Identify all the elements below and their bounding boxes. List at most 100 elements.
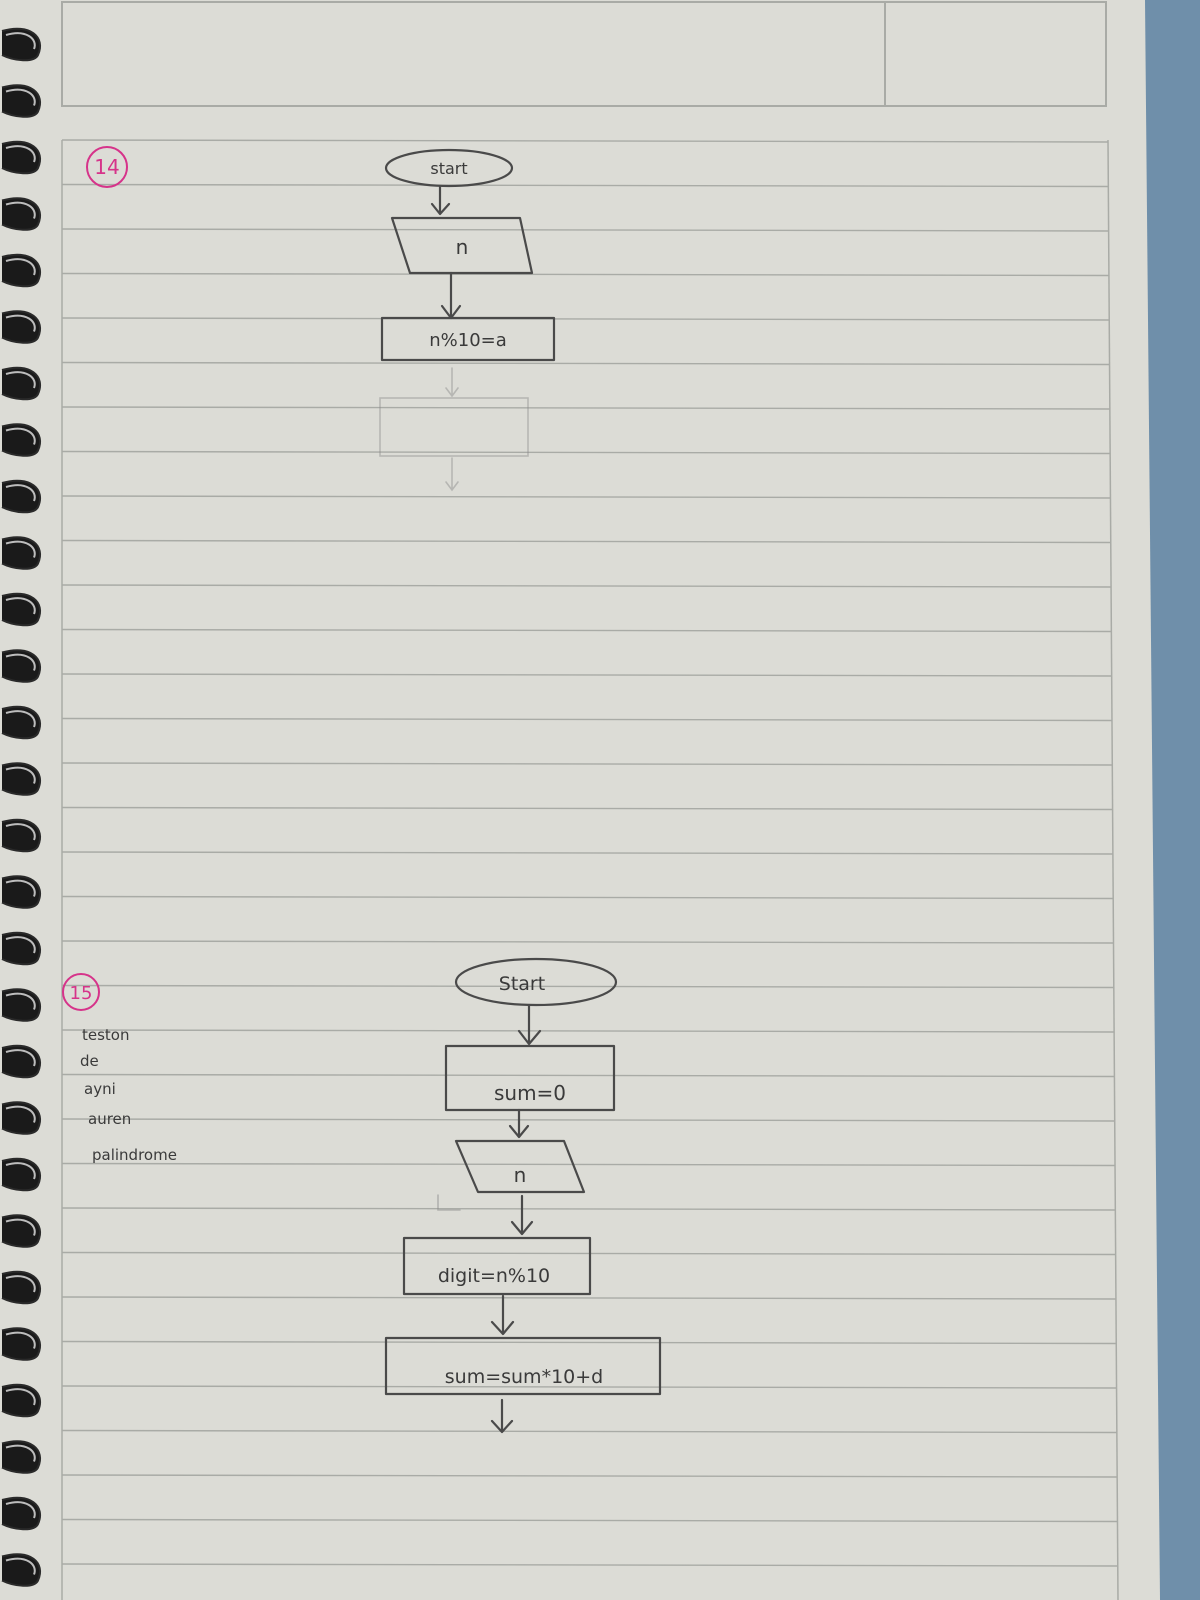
ex15-note-line-1: teston	[82, 1026, 130, 1044]
ex15-init-label: sum=0	[494, 1081, 566, 1105]
ex14-input-label: n	[456, 235, 469, 259]
ex15-arrow-5	[490, 1398, 514, 1434]
rule-line	[61, 1073, 1115, 1078]
exercise-14: 14 start n n%10=a	[86, 146, 556, 492]
exercise-15-number-badge: 15	[62, 973, 100, 1011]
rule-line	[61, 940, 1114, 944]
spiral-ring	[1, 1440, 41, 1474]
spiral-binding	[1, 27, 41, 1587]
spiral-ring	[1, 27, 41, 62]
rule-line	[61, 1385, 1117, 1389]
spiral-ring	[1, 140, 41, 175]
ex15-note-line-5: palindrome	[92, 1146, 177, 1164]
ex15-note-line-2: de	[80, 1052, 99, 1070]
rule-line	[61, 1563, 1118, 1567]
ruled-lines	[61, 139, 1118, 1567]
ex15-note-line-4: auren	[88, 1110, 131, 1128]
ex15-erased-mark	[437, 1194, 461, 1211]
spiral-ring	[1, 84, 41, 118]
exercise-14-number-badge: 14	[86, 146, 128, 188]
spiral-ring	[1, 1044, 41, 1079]
ex15-note-line-3: ayni	[84, 1080, 116, 1098]
ex15-digit-node	[402, 1236, 592, 1296]
rule-line	[61, 1340, 1117, 1345]
ex14-start-label: start	[430, 159, 467, 178]
ex15-arrow-2	[508, 1108, 530, 1139]
ex14-start-node	[384, 148, 514, 188]
rule-line	[61, 1118, 1115, 1122]
rule-line	[61, 361, 1110, 366]
exercise-15: 15 teston de ayni auren palindrome Start…	[62, 957, 662, 1434]
spiral-ring	[1, 1553, 41, 1587]
rule-line	[61, 317, 1110, 321]
spiral-ring	[1, 1157, 41, 1192]
spiral-ring	[1, 931, 41, 966]
ex15-arrow-4	[490, 1294, 515, 1336]
spiral-ring	[1, 762, 41, 796]
rule-line	[61, 272, 1109, 277]
spiral-ring	[1, 310, 41, 344]
spiral-ring	[1, 1214, 41, 1248]
ex15-input-label: n	[514, 1163, 527, 1187]
rule-line	[61, 851, 1113, 855]
right-border-line	[1107, 139, 1119, 1600]
ex14-arrow-1	[430, 185, 451, 216]
spiral-ring	[1, 1383, 41, 1418]
rule-line	[61, 450, 1111, 455]
ex14-process-node	[380, 316, 556, 362]
spiral-ring	[1, 592, 41, 627]
rule-line	[61, 1162, 1115, 1167]
rule-line	[61, 1207, 1116, 1211]
exercise-15-number: 15	[70, 983, 93, 1004]
header-box	[61, 1, 1107, 107]
rule-line	[61, 228, 1109, 232]
rule-line	[61, 1518, 1118, 1523]
rule-line	[61, 673, 1112, 677]
notebook-page	[0, 0, 1160, 1600]
ex15-start-node	[454, 957, 618, 1007]
rule-line	[61, 628, 1112, 633]
spiral-ring	[1, 366, 41, 401]
spiral-ring	[1, 536, 41, 570]
rule-line	[61, 717, 1112, 722]
rule-line	[61, 895, 1114, 900]
rule-line	[61, 1296, 1116, 1300]
rule-line	[61, 1251, 1116, 1256]
rule-line	[61, 1429, 1117, 1434]
spiral-ring	[1, 479, 41, 514]
ex14-input-node	[390, 216, 534, 275]
ex15-arrow-1	[517, 1003, 542, 1046]
ex15-digit-label: digit=n%10	[438, 1265, 550, 1287]
ex14-process-label: n%10=a	[429, 330, 507, 351]
rule-line	[61, 1474, 1118, 1478]
spiral-ring	[1, 253, 41, 288]
rule-line	[61, 495, 1111, 499]
rule-line	[61, 762, 1113, 766]
ex15-side-note: teston de ayni auren palindrome	[80, 1026, 177, 1164]
rule-line	[61, 584, 1112, 588]
spiral-ring	[1, 423, 41, 457]
ex15-sum-label: sum=sum*10+d	[445, 1366, 603, 1388]
exercise-14-number: 14	[94, 155, 119, 179]
spiral-ring	[1, 1496, 41, 1531]
spiral-ring	[1, 1327, 41, 1361]
spiral-ring	[1, 1101, 41, 1135]
ex15-input-node	[454, 1139, 586, 1194]
ex15-init-node	[444, 1044, 616, 1112]
spiral-ring	[1, 197, 41, 231]
rule-line	[61, 183, 1109, 188]
ex15-sum-node	[384, 1336, 662, 1396]
spiral-ring	[1, 875, 41, 909]
rule-line	[61, 139, 1109, 143]
spiral-ring	[1, 705, 41, 740]
spiral-ring	[1, 988, 41, 1022]
rule-line	[61, 406, 1110, 410]
ex15-arrow-3	[510, 1194, 534, 1236]
ex14-erased-sketch	[379, 367, 529, 492]
rule-line	[61, 984, 1114, 989]
spiral-ring	[1, 649, 41, 683]
rule-line	[61, 539, 1111, 544]
rule-line	[61, 1029, 1115, 1033]
spiral-ring	[1, 818, 41, 853]
